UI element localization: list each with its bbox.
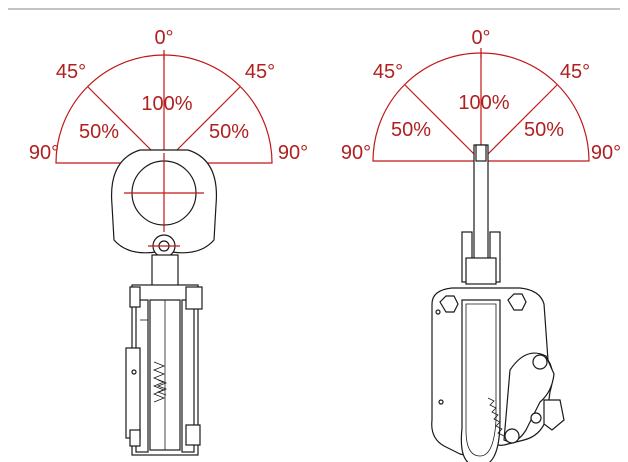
left-label-90-deg-right: 90° — [278, 142, 308, 164]
left-label-100-pct: 100% — [141, 93, 192, 115]
right-clamp-body — [431, 287, 565, 462]
right-label-45-deg-left: 45° — [373, 61, 403, 83]
right-label-50-pct-right: 50% — [524, 119, 564, 141]
left-label-50-pct-left: 50% — [79, 121, 119, 143]
left-diagram: 0° 45° 45° 90° 90° 100% 50% 50% — [29, 27, 308, 456]
left-label-45-deg-left: 45° — [56, 61, 86, 83]
left-label-0-deg: 0° — [154, 27, 173, 49]
right-angle-protractor — [372, 48, 590, 162]
right-hanging-link — [461, 144, 501, 285]
left-lifting-eye — [110, 149, 218, 254]
right-label-45-deg-right: 45° — [560, 61, 590, 83]
right-label-50-pct-left: 50% — [391, 119, 431, 141]
left-label-45-deg-right: 45° — [245, 61, 275, 83]
left-clamp-body — [125, 284, 203, 456]
right-label-100-pct: 100% — [458, 92, 509, 114]
left-label-90-deg-left: 90° — [29, 142, 59, 164]
right-label-90-deg-left: 90° — [341, 142, 371, 164]
right-label-90-deg-right: 90° — [591, 142, 621, 164]
left-label-50-pct-right: 50% — [209, 121, 249, 143]
right-label-0-deg: 0° — [471, 27, 490, 49]
right-diagram: 0° 45° 45° 90° 90° 100% 50% 50% — [341, 27, 621, 462]
